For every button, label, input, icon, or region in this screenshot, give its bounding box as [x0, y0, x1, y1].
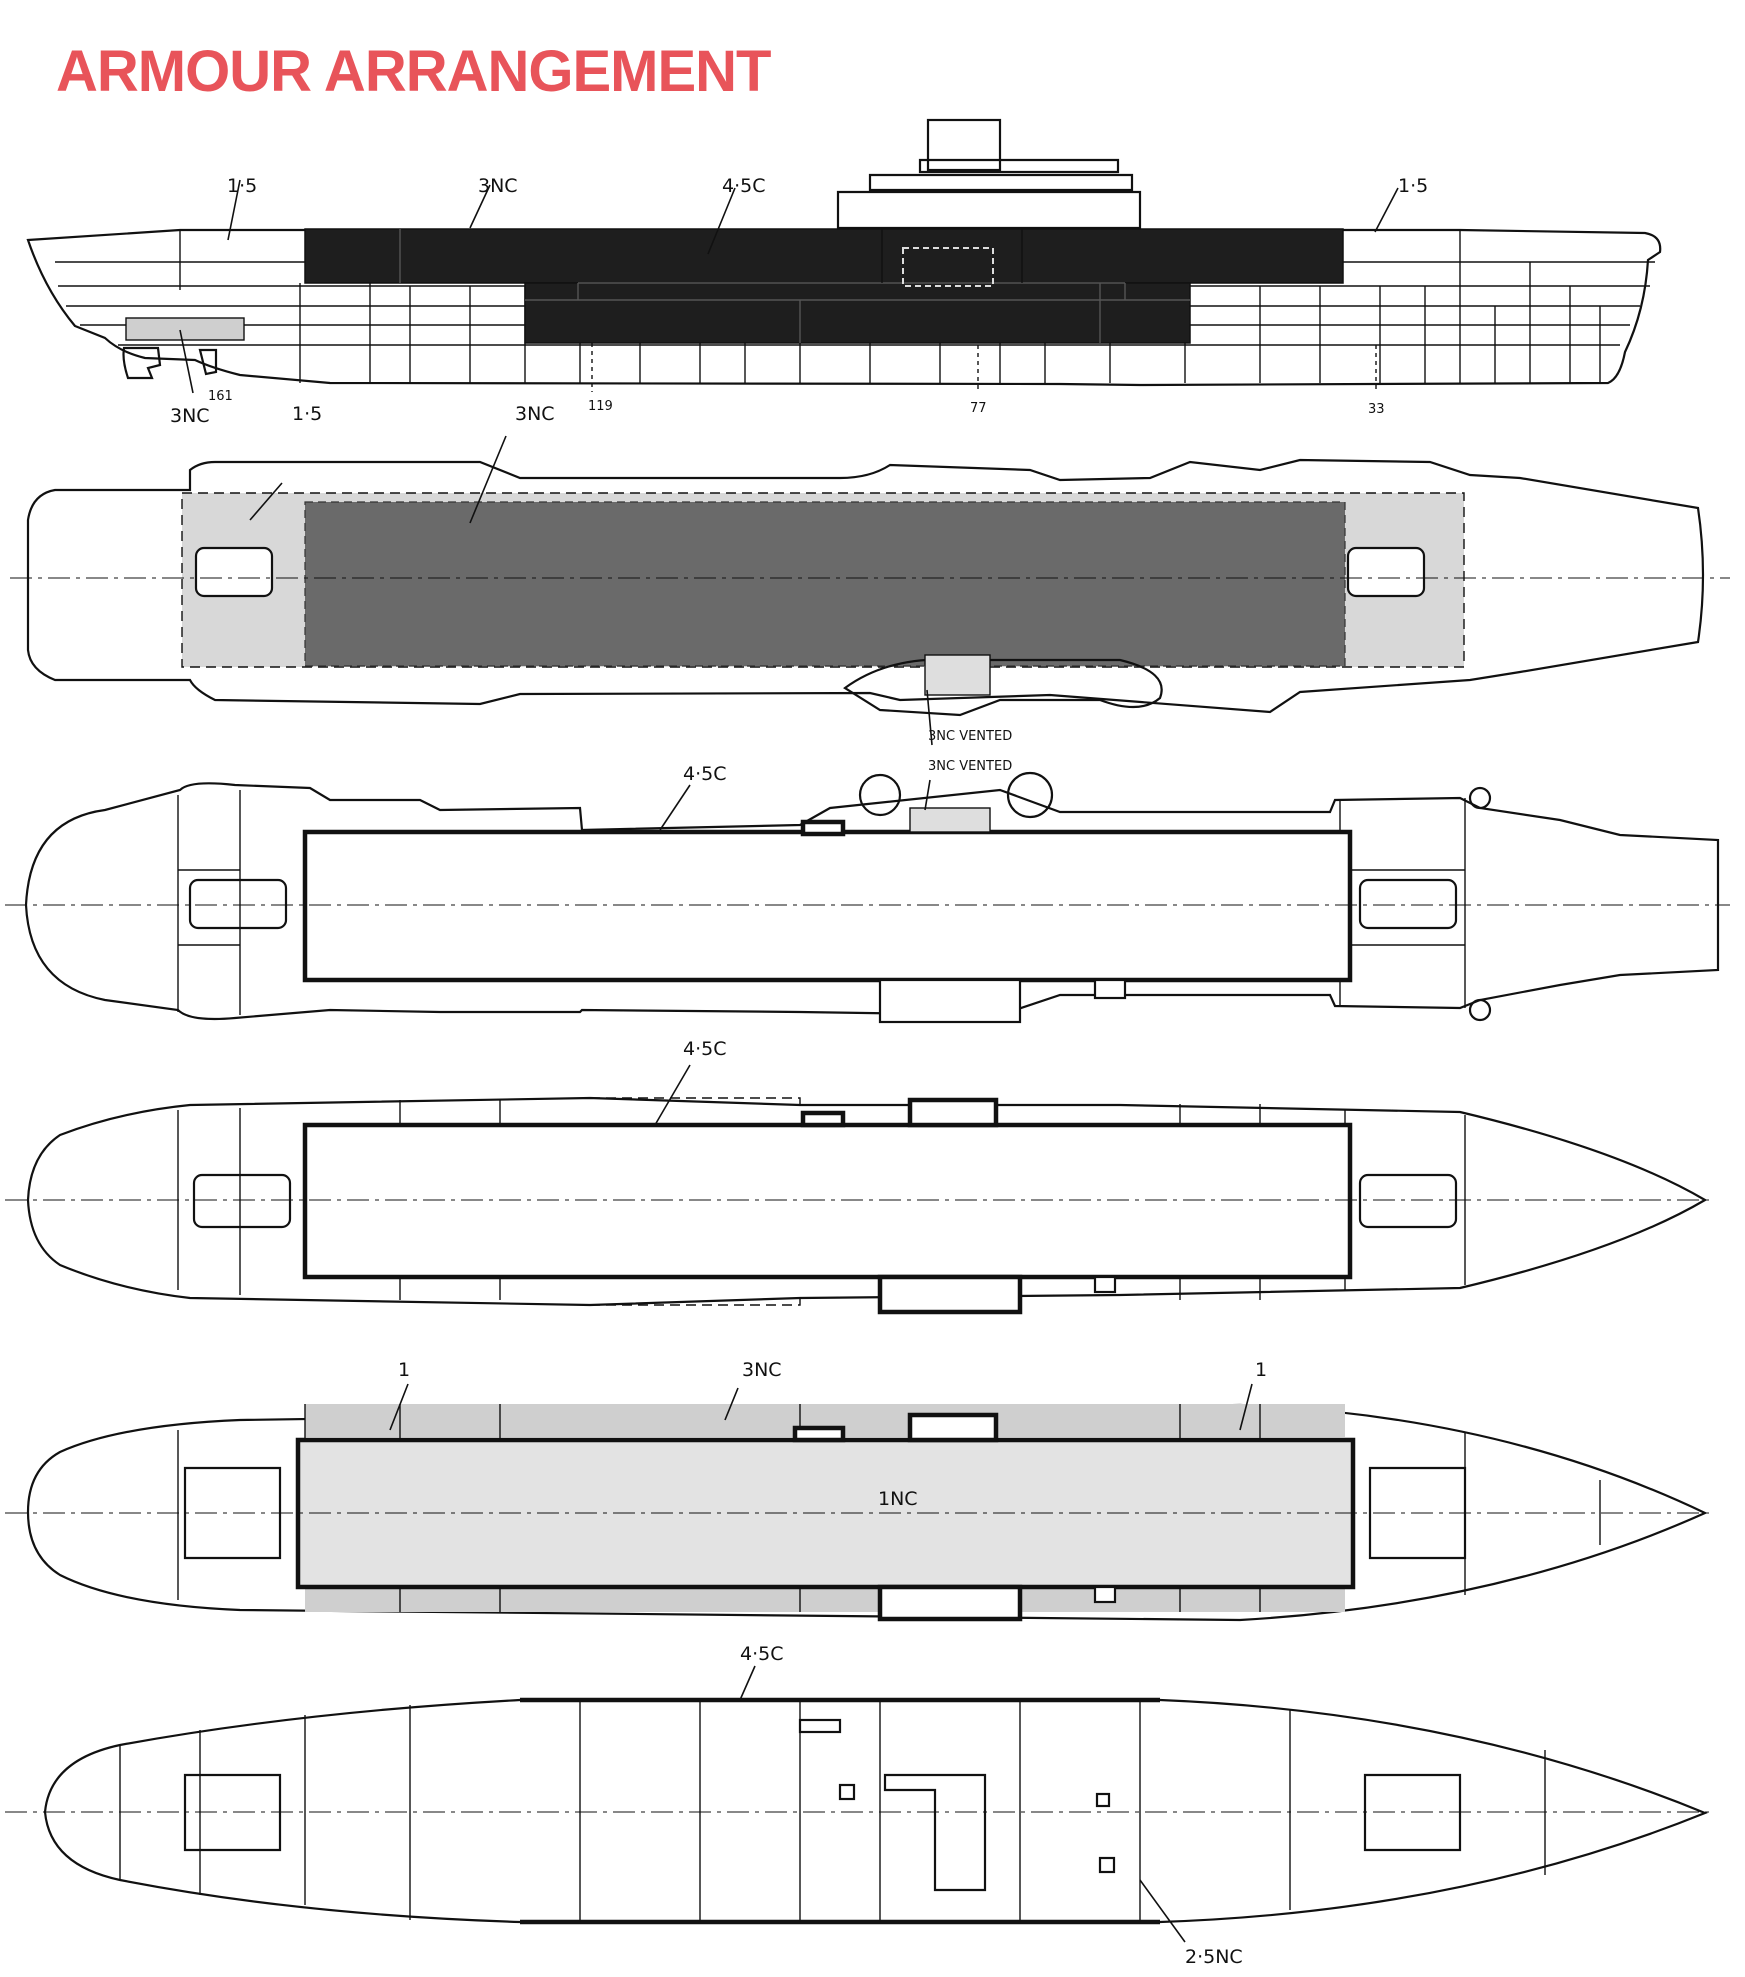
label-hold-bottom: 2·5NC — [1185, 1946, 1243, 1968]
frame-119: 119 — [588, 399, 613, 414]
label-vented-2: 3NC VENTED — [928, 759, 1012, 774]
label-hangar-belt: 4·5C — [683, 763, 726, 785]
label-stern-armour: 1·5 — [1398, 175, 1428, 197]
label-deck-ends: 1·5 — [292, 403, 322, 425]
label-hangar-side: 3NC — [478, 175, 518, 197]
frame-33: 33 — [1368, 402, 1385, 417]
frame-77: 77 — [970, 401, 987, 416]
label-main-fwd: 1 — [398, 1359, 410, 1381]
label-main-deck: 1NC — [878, 1488, 918, 1510]
hangar-deck-plan: 4·5C 3NC VENTED — [5, 759, 1730, 1024]
hold-plan: 4·5C 2·5NC — [5, 1643, 1710, 1968]
label-steering-armour: 3NC — [170, 405, 210, 427]
main-deck-plan: 1 3NC 1 1NC — [5, 1359, 1710, 1622]
label-vented-1: 3NC VENTED — [928, 729, 1012, 744]
label-lower-belt: 4·5C — [683, 1038, 726, 1060]
label-main-aft: 1 — [1255, 1359, 1267, 1381]
frame-161: 161 — [208, 389, 233, 404]
label-bow-armour: 1·5 — [227, 175, 257, 197]
page-title: ARMOUR ARRANGEMENT — [56, 39, 771, 104]
label-flight-deck: 3NC — [515, 403, 555, 425]
side-profile: 1·5 3NC 4·5C 1·5 3NC 161 119 77 33 — [26, 118, 1662, 427]
label-belt: 4·5C — [722, 175, 765, 197]
lower-deck-plan: 4·5C — [5, 1038, 1710, 1315]
flight-deck-plan: 1·5 3NC 3NC VENTED — [10, 403, 1730, 746]
label-main-side: 3NC — [742, 1359, 782, 1381]
label-hold-belt: 4·5C — [740, 1643, 783, 1665]
